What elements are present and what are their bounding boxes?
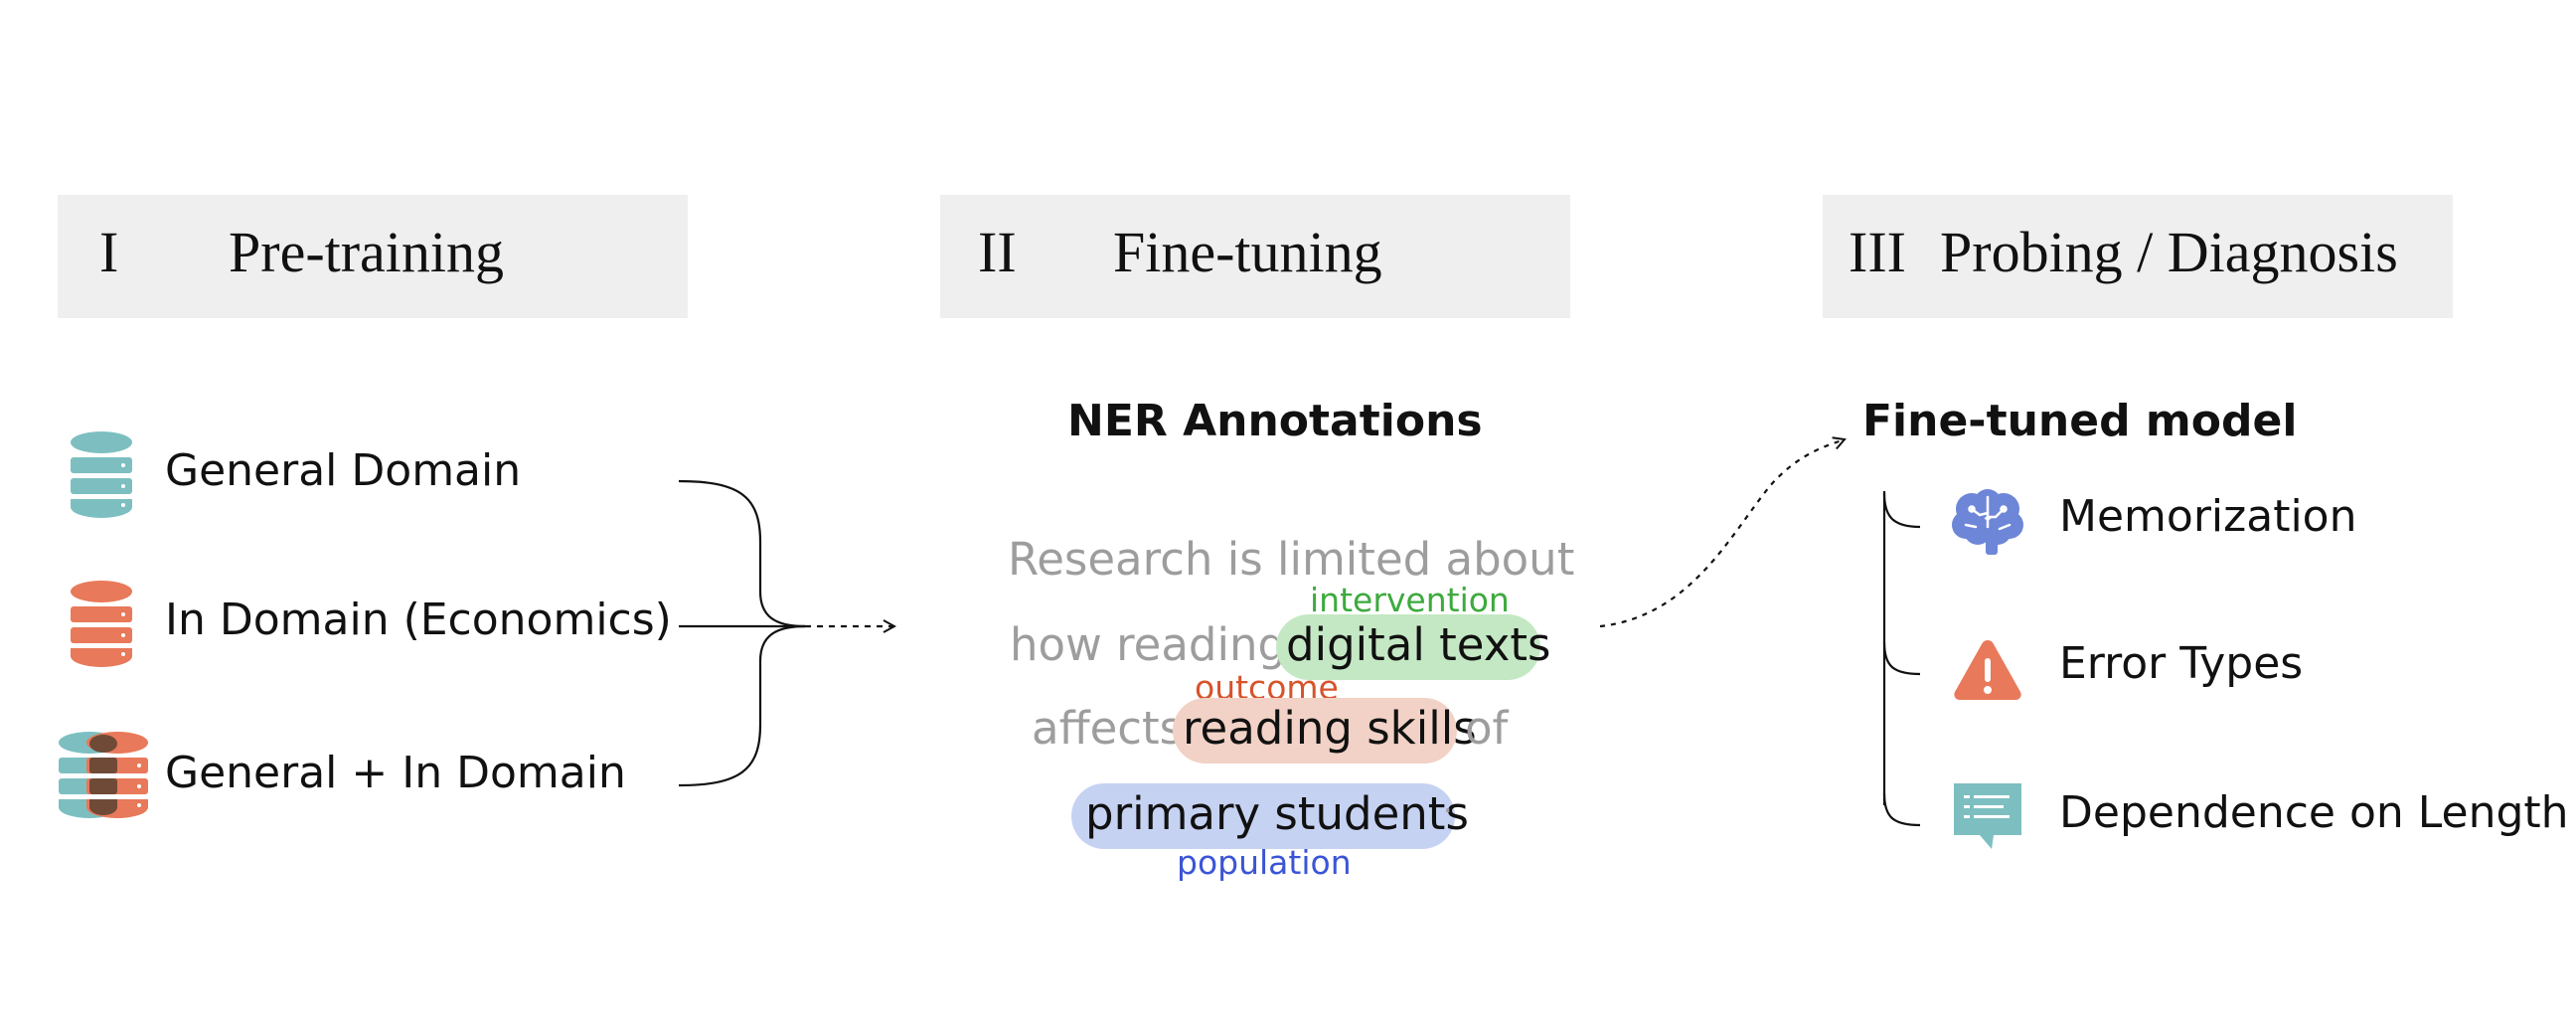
entity-highlight-intervention [1276, 614, 1540, 680]
entity-tag-population: population [1177, 843, 1352, 882]
pretraining-item-general-domain: General Domain [165, 445, 522, 496]
pretraining-item-in-domain: In Domain (Economics) [165, 595, 672, 645]
merge-brace [678, 479, 806, 787]
probing-tree-lines [1882, 491, 1921, 827]
entity-highlight-population [1071, 783, 1455, 849]
sentence-period: . [1443, 785, 1453, 820]
probing-item-dependence-on-length: Dependence on Length [2059, 787, 2569, 838]
probing-heading: Fine-tuned model [1862, 396, 2298, 446]
entity-span-primary-students: primary students [1085, 787, 1469, 840]
stage-header-probing: III Probing / Diagnosis [1823, 195, 2453, 318]
sentence-line-1: Research is limited about [1008, 533, 1575, 586]
brain-icon [1952, 489, 2023, 555]
comment-icon [1954, 783, 2021, 849]
stage-number: II [978, 220, 1017, 284]
stage-number: I [99, 220, 119, 284]
warning-icon [1954, 640, 2021, 700]
entity-tag-intervention: intervention [1310, 581, 1510, 619]
arrow-to-probing [1599, 439, 1845, 628]
stage-number: III [1849, 220, 1906, 284]
database-icon-teal [71, 431, 132, 518]
sentence-line-3-suffix: of [1465, 702, 1509, 755]
probing-item-error-types: Error Types [2059, 638, 2304, 689]
stage-title: Pre-training [229, 220, 505, 284]
stage-header-finetuning: II Fine-tuning [940, 195, 1570, 318]
stage-header-pretraining: I Pre-training [58, 195, 688, 318]
entity-span-reading-skills: reading skills [1183, 702, 1477, 755]
probing-item-memorization: Memorization [2059, 491, 2357, 542]
stage-title: Probing / Diagnosis [1940, 220, 2398, 284]
database-icon-mixed [59, 732, 148, 818]
finetuning-heading: NER Annotations [1067, 396, 1483, 446]
entity-span-digital-texts: digital texts [1286, 618, 1551, 671]
sentence-line-2-prefix: how reading [1010, 618, 1287, 671]
database-icon-orange [71, 581, 132, 667]
sentence-line-3-prefix: affects [1032, 702, 1184, 755]
entity-highlight-outcome [1173, 698, 1457, 764]
stage-title: Fine-tuning [1113, 220, 1382, 284]
pretraining-item-general-plus-in-domain: General + In Domain [165, 748, 626, 798]
